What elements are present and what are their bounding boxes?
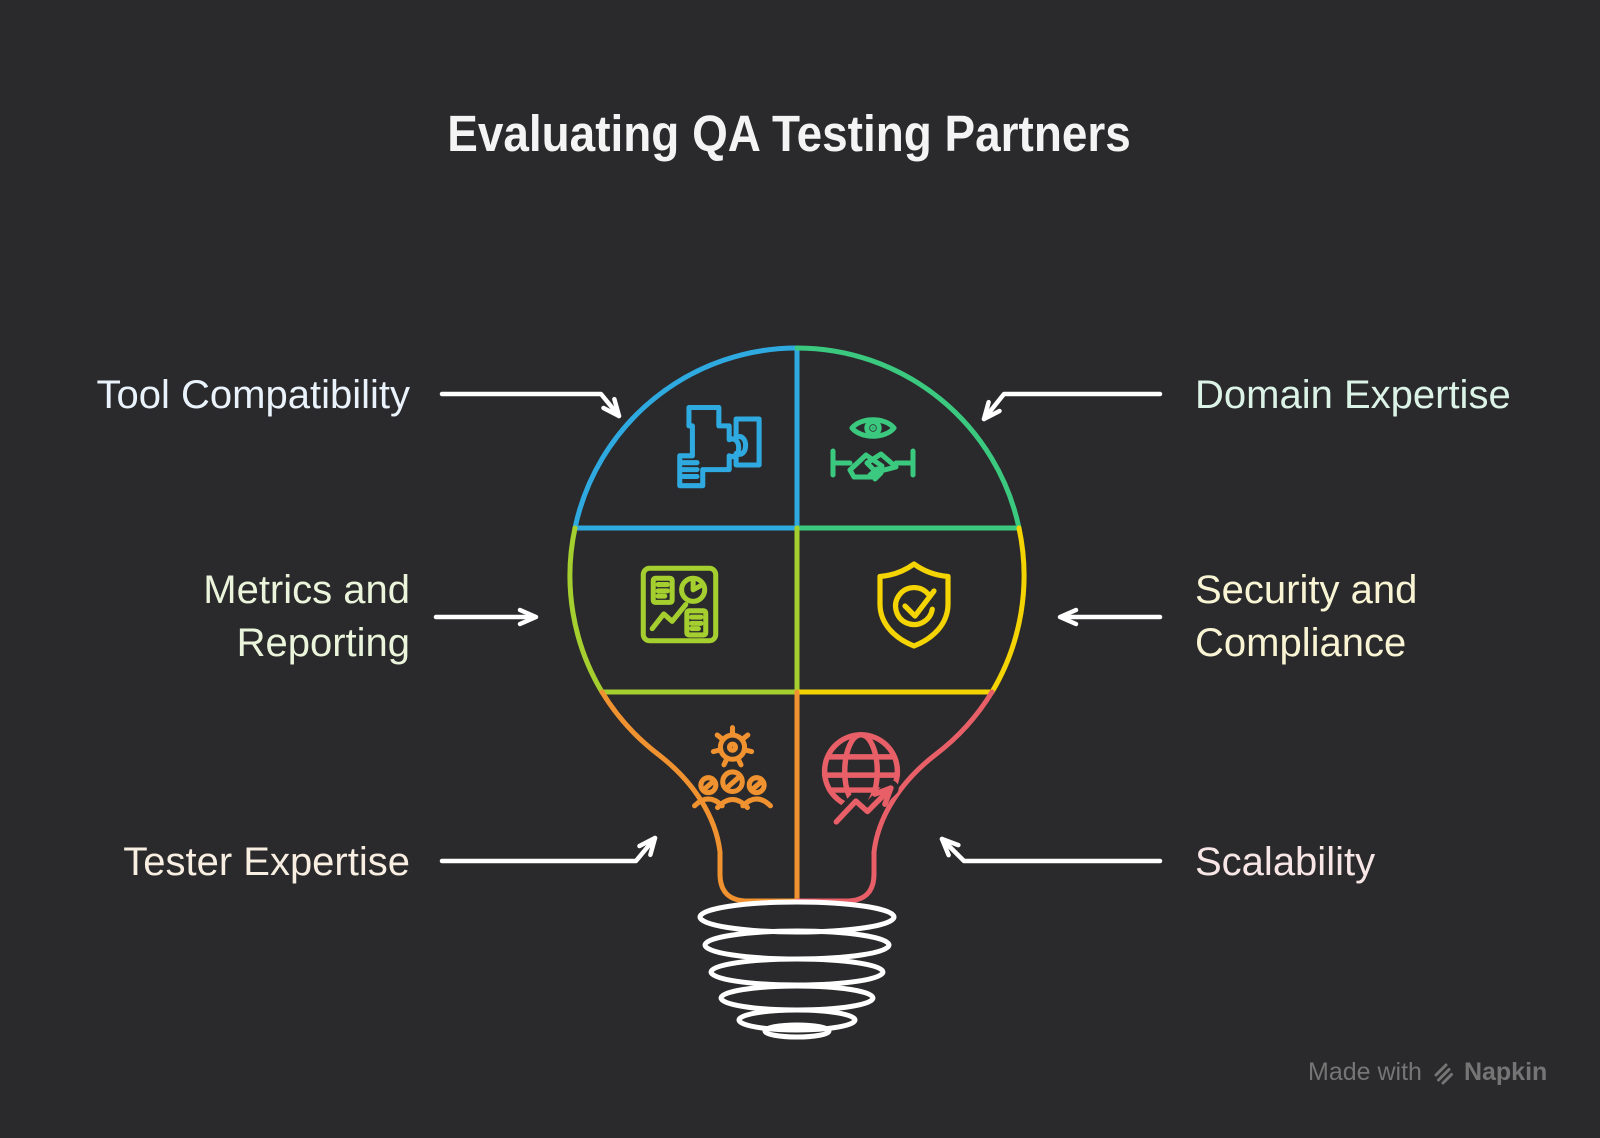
napkin-watermark[interactable]: Made with Napkin [1308,1058,1547,1087]
arrow-tester-expertise [439,835,658,864]
napkin-logo-icon [1434,1063,1453,1084]
puzzle-icon [677,404,762,489]
eye-handshake-icon [830,417,916,482]
arrow-scalability [939,836,1163,864]
label-domain-expertise: Domain Expertise [1195,373,1511,417]
connector-arrows [433,391,1163,864]
label-tool-compatibility: Tool Compatibility [96,373,410,417]
segment-domain-expertise [794,345,1022,531]
arrow-metrics-reporting [433,607,539,627]
label-scalability: Scalability [1195,840,1376,884]
label-tester-expertise: Tester Expertise [123,840,410,884]
arrow-domain-expertise [981,391,1163,422]
bulb-base [697,899,897,1040]
segment-metrics-reporting [567,525,800,695]
gear-team-icon [692,725,773,811]
arrow-security-compliance [1057,607,1163,627]
label-security-compliance: Security and Compliance [1195,568,1418,665]
globe-growth-icon [821,732,901,830]
report-charts-icon [640,565,719,644]
arrow-tool-compatibility [439,391,622,419]
shield-check-icon [877,561,951,649]
page-title: Evaluating QA Testing Partners [447,105,1131,162]
label-metrics-reporting: Metrics and Reporting [203,568,410,665]
segment-security-compliance [794,525,1027,695]
watermark-brand: Napkin [1463,1058,1548,1086]
segment-tester-expertise [599,689,800,904]
segment-scalability [794,689,995,904]
segment-tool-compatibility [572,345,800,531]
watermark-prefix: Made with [1308,1058,1422,1086]
